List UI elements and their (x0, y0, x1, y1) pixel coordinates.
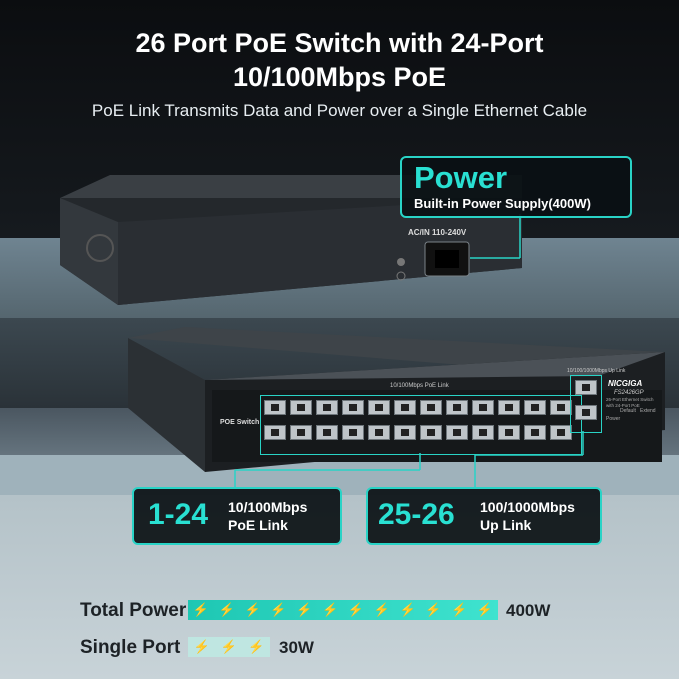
poe-port (368, 425, 390, 440)
single-port-bar: ⚡ ⚡ ⚡ (188, 637, 270, 657)
extend-label: Extend (640, 408, 656, 414)
model-description: 26-Port Ethernet Switch with 24-Port PoE (606, 397, 654, 408)
poe-port (342, 400, 364, 415)
bolt-icon: ⚡ (270, 602, 287, 617)
poe-port (550, 425, 572, 440)
callout-uplink-line1: 100/1000Mbps (480, 499, 575, 515)
callout-poe-number: 1-24 (148, 498, 209, 531)
headline-line1: 26 Port PoE Switch with 24-Port (135, 28, 544, 58)
poe-port (446, 425, 468, 440)
poe-port (472, 425, 494, 440)
bolt-icon: ⚡ (192, 602, 209, 617)
callout-poe-ports: 1-24 10/100Mbps PoE Link (132, 487, 342, 545)
bolt-icon: ⚡ (347, 602, 364, 617)
bolt-icon: ⚡ (476, 602, 494, 617)
power-callout-desc: Built-in Power Supply(400W) (414, 196, 591, 211)
poe-port (524, 425, 546, 440)
bolt-icon: ⚡ (451, 602, 468, 617)
poe-port (446, 400, 468, 415)
uplink-label: 10/100/1000Mbps Up Link (567, 368, 626, 374)
power-led-label: Power (606, 416, 621, 422)
callout-uplink-line2: Up Link (480, 517, 532, 533)
bolt-icon: ⚡ (373, 602, 390, 617)
callout-uplink-number: 25-26 (378, 498, 455, 531)
model-number: FS2426GP (614, 390, 644, 396)
callout-uplink-ports: 25-26 100/1000Mbps Up Link (366, 487, 602, 545)
uplink-port (575, 380, 597, 395)
poe-port (394, 425, 416, 440)
default-label: Default (620, 408, 636, 414)
poe-port (368, 400, 390, 415)
power-callout: Power Built-in Power Supply(400W) (400, 156, 632, 218)
poe-port (342, 425, 364, 440)
poe-port (290, 400, 312, 415)
callout-poe-line2: PoE Link (228, 517, 288, 533)
poe-port (290, 425, 312, 440)
bolt-icon: ⚡ (399, 602, 416, 617)
brand-logo: NICGIGA (608, 379, 643, 388)
bolt-icon: ⚡ (321, 602, 339, 617)
poe-port-group (260, 395, 582, 455)
poe-port (550, 400, 572, 415)
bolt-icon: ⚡ (220, 639, 238, 654)
poe-port (498, 400, 520, 415)
power-callout-title: Power (414, 160, 508, 195)
uplink-port-group (570, 375, 602, 433)
bolt-icon: ⚡ (218, 602, 235, 617)
callout-poe-line1: 10/100Mbps (228, 499, 308, 515)
headline-line2: 10/100Mbps PoE (232, 62, 447, 92)
poe-port (472, 400, 494, 415)
poe-port (524, 400, 546, 415)
single-port-label: Single Port (80, 637, 181, 658)
bolt-icon: ⚡ (193, 639, 210, 654)
single-port-value: 30W (279, 638, 314, 657)
poe-port (420, 425, 442, 440)
poe-port (420, 400, 442, 415)
poe-port (264, 400, 286, 415)
poe-port (498, 425, 520, 440)
poe-switch-label: POE Switch (220, 419, 260, 426)
poe-port (264, 425, 286, 440)
poe-link-label: 10/100Mbps PoE Link (390, 383, 449, 389)
bolt-icon: ⚡ (425, 602, 442, 617)
poe-port (316, 425, 338, 440)
bolt-icon: ⚡ (296, 602, 313, 617)
total-power-label: Total Power (80, 600, 187, 621)
bolt-icon: ⚡ (248, 639, 265, 654)
total-power-value: 400W (506, 601, 551, 620)
bolt-icon: ⚡ (244, 602, 261, 617)
poe-port (316, 400, 338, 415)
poe-port (394, 400, 416, 415)
ac-in-label: AC/IN 110-240V (408, 228, 467, 237)
headline-subtitle: PoE Link Transmits Data and Power over a… (91, 101, 588, 120)
uplink-port (575, 405, 597, 420)
total-power-bar: ⚡ ⚡ ⚡ ⚡ ⚡ ⚡ ⚡ ⚡ ⚡ ⚡ ⚡ ⚡ (188, 600, 498, 620)
